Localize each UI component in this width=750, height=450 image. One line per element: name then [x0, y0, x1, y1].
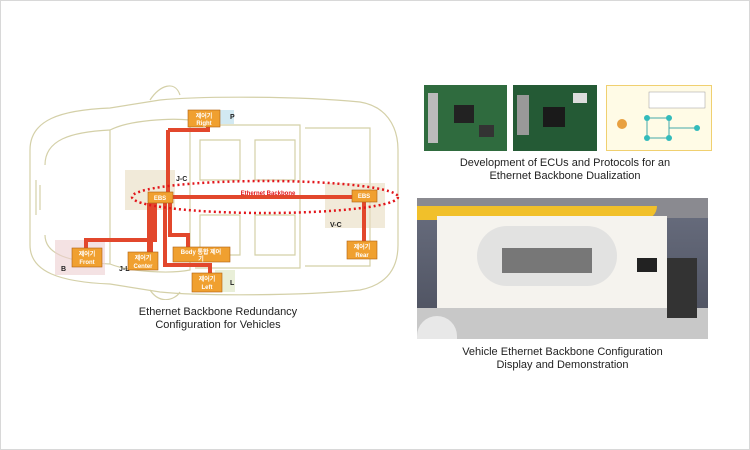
svg-text:Front: Front	[79, 260, 94, 266]
svg-text:제어기: 제어기	[196, 112, 213, 120]
demonstration-photo	[417, 198, 708, 339]
controller-front: 제어기 Front	[71, 247, 103, 268]
zone-p-highlight	[218, 110, 234, 124]
svg-text:EBS: EBS	[154, 196, 166, 202]
ecu-board-photo-1	[424, 85, 507, 151]
backbone-label: Ethernet Backbone	[241, 191, 296, 197]
svg-text:기: 기	[198, 255, 204, 263]
controller-rear: 제어기 Rear	[346, 240, 378, 260]
zone-b-label: B	[61, 266, 66, 273]
ebs-right: EBS	[351, 189, 378, 203]
controller-center: 제어기 Center	[127, 251, 159, 271]
controller-right: 제어기 Right	[187, 109, 221, 128]
svg-text:Rear: Rear	[355, 253, 369, 259]
zone-vc-label: V-C	[330, 222, 342, 229]
diagram-caption: Ethernet Backbone Redundancy Configurati…	[138, 306, 298, 331]
svg-text:제어기: 제어기	[135, 254, 152, 262]
controller-body: Body 통합 제어 기	[172, 246, 231, 263]
svg-text:제어기: 제어기	[79, 250, 96, 258]
zone-p-label: P	[230, 114, 235, 121]
demo-caption: Vehicle Ethernet Backbone Configuration …	[462, 346, 663, 371]
ecu-caption: Development of ECUs and Protocols for an…	[459, 157, 671, 182]
ebs-left: EBS	[147, 191, 174, 204]
svg-text:제어기: 제어기	[354, 243, 371, 251]
svg-text:Left: Left	[202, 285, 213, 291]
car-outline	[29, 85, 399, 300]
zone-jl-label: J-L	[119, 266, 130, 273]
svg-text:Body 통합 제어: Body 통합 제어	[181, 248, 221, 256]
svg-text:Right: Right	[196, 121, 211, 127]
zone-l-label: L	[230, 280, 235, 287]
svg-text:제어기: 제어기	[199, 275, 216, 283]
car-network-diagram: Ethernet Backbone EBS EBS 제어기 Right 제어기 …	[29, 85, 400, 300]
protocol-diagram-photo	[606, 85, 712, 151]
zone-jc-label: J-C	[176, 176, 187, 183]
svg-text:EBS: EBS	[358, 194, 370, 200]
backbone-ring	[130, 179, 400, 215]
ecu-board-photo-2	[513, 85, 597, 151]
svg-text:Center: Center	[133, 264, 153, 270]
controller-left: 제어기 Left	[191, 272, 223, 293]
